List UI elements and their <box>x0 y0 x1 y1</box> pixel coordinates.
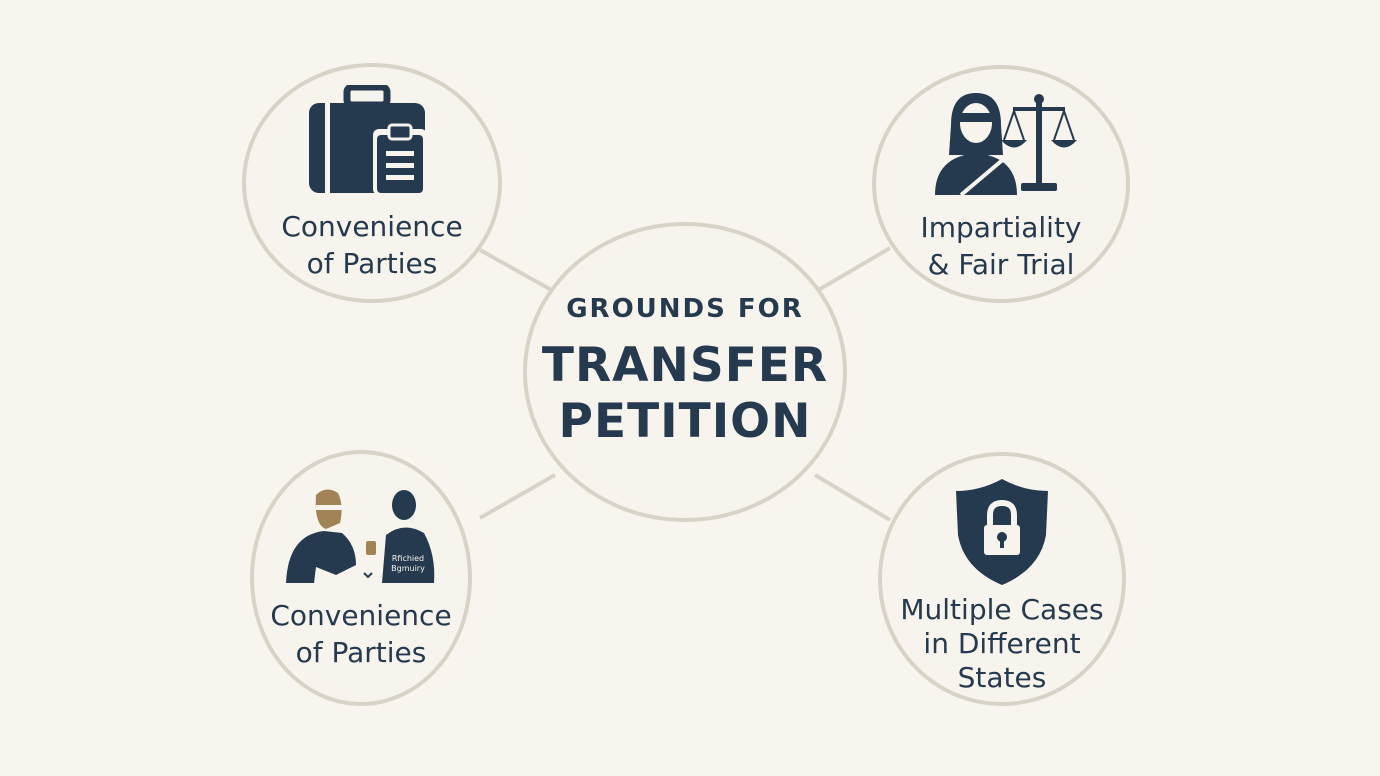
shield-lock-icon <box>956 479 1048 585</box>
node-label-line2: & Fair Trial <box>927 248 1075 281</box>
node-label-line1: Multiple Cases <box>900 593 1104 626</box>
svg-text:Bgmuiry: Bgmuiry <box>391 564 425 573</box>
center-title-line2: PETITION <box>558 394 812 449</box>
node-label-line2: in Different <box>923 627 1081 660</box>
node-convenience-of-parties-2: Rfichied Bgmuiry Convenience of Parties <box>250 450 472 706</box>
two-people-conversation-icon: Rfichied Bgmuiry <box>286 489 435 583</box>
central-topic: GROUNDS FOR TRANSFER PETITION <box>523 222 847 522</box>
node-multiple-cases-different-states: Multiple Cases in Different States <box>878 452 1126 706</box>
node-label-line2: of Parties <box>295 636 427 669</box>
node-impartiality-fair-trial: Impartiality & Fair Trial <box>872 65 1130 303</box>
lady-justice-scales-icon <box>935 93 1077 195</box>
node-label-line3: States <box>957 661 1047 694</box>
node-label-line1: Impartiality <box>920 211 1082 244</box>
center-subtitle: GROUNDS FOR <box>566 294 804 324</box>
node-label-line1: Convenience <box>281 209 463 243</box>
briefcase-clipboard-icon <box>309 84 427 195</box>
node-convenience-of-parties-1: Convenience of Parties <box>242 63 502 303</box>
svg-text:Rfichied: Rfichied <box>392 554 424 563</box>
node-label-line2: of Parties <box>306 246 438 280</box>
node-label-line1: Convenience <box>270 599 452 632</box>
center-title-line1: TRANSFER <box>541 338 829 393</box>
